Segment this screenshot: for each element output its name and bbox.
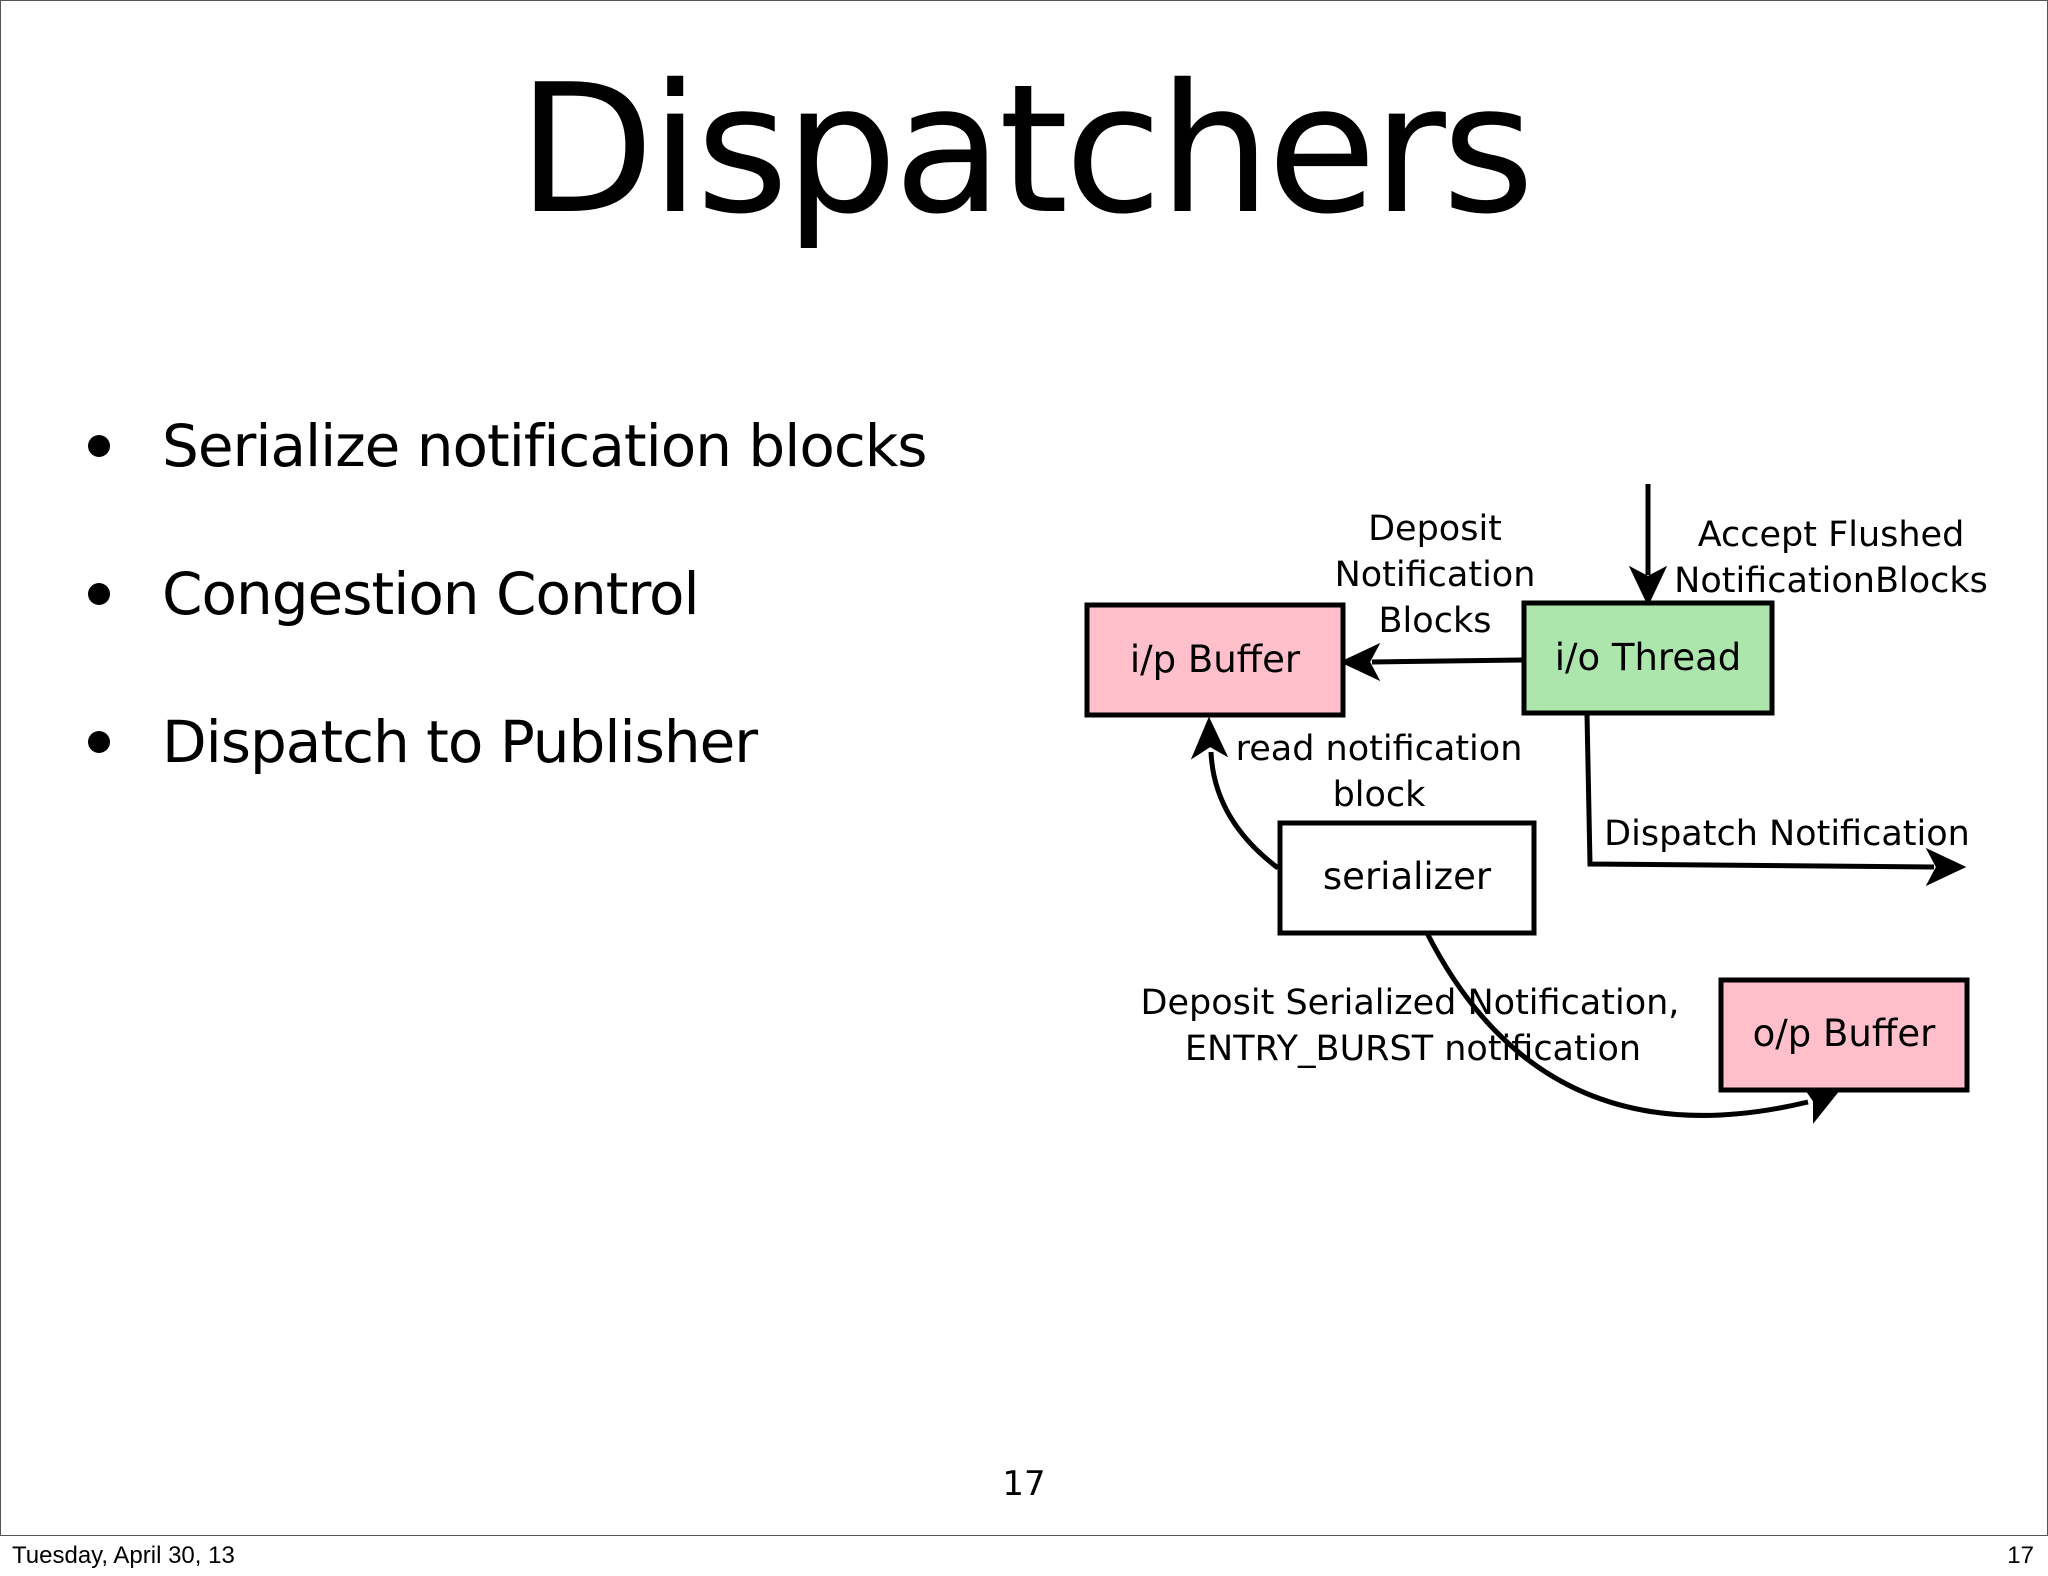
edge-label-line: Dispatch Notification [1604, 814, 1970, 854]
label-dispatch: Dispatch Notification [1604, 814, 1970, 854]
edge-label-line: Blocks [1379, 601, 1492, 641]
io-thread-label: i/o Thread [1555, 636, 1742, 679]
accept-arrowhead-icon [1628, 565, 1668, 607]
node-io-thread: i/o Thread [1521, 600, 1775, 716]
ip-buffer-label: i/p Buffer [1130, 638, 1301, 681]
edge-label-line: Accept Flushed [1698, 515, 1965, 555]
bullet-dot-icon [88, 731, 110, 753]
dispatch-arrowhead-icon [1925, 847, 1967, 887]
edge-label-line: ENTRY_BURST notification [1185, 1029, 1641, 1069]
edge-dispatch [1584, 713, 1967, 887]
read-arrowhead-icon [1190, 716, 1229, 760]
node-serializer: serializer [1277, 820, 1537, 936]
bullet-text: Serialize notification blocks [162, 412, 928, 480]
edge-read [1190, 716, 1280, 870]
footer-date: Tuesday, April 30, 13 [12, 1542, 235, 1569]
label-accept: Accept Flushed NotificationBlocks [1674, 515, 1988, 601]
edge-label-line: Deposit Serialized Notification, [1141, 983, 1680, 1023]
bullet-text: Congestion Control [162, 560, 700, 628]
deposit-serialized-arrow-curve [1424, 931, 1809, 1118]
serializer-label: serializer [1323, 855, 1492, 898]
serializer-box [1277, 820, 1537, 936]
bullet-dot-icon [88, 583, 110, 605]
label-deposit-serialized: Deposit Serialized Notification, ENTRY_B… [1141, 983, 1680, 1069]
edge-label-line: Deposit [1368, 509, 1502, 549]
bullet-list: Serialize notification blocks Congestion… [80, 405, 928, 849]
op-buffer-box [1718, 977, 1970, 1093]
slide-title: Dispatchers [517, 46, 1534, 253]
deposit-arrowhead-icon [1339, 642, 1381, 682]
edge-label-line: Notification [1335, 555, 1536, 595]
bullet-item: Dispatch to Publisher [80, 701, 927, 849]
bullet-item: Congestion Control [80, 553, 927, 701]
edge-label-line: NotificationBlocks [1674, 561, 1988, 601]
node-ip-buffer: i/p Buffer [1084, 602, 1346, 718]
bullet-item: Serialize notification blocks [80, 405, 928, 553]
bullet-dot-icon [88, 435, 110, 457]
slide-number: 17 [1002, 1464, 1046, 1504]
deposit-arrow-line [1371, 657, 1523, 665]
edge-deposit [1339, 642, 1523, 682]
read-arrow-curve [1208, 751, 1280, 870]
slide [0, 0, 2048, 1536]
footer-page-number: 17 [2007, 1542, 2034, 1569]
label-read: read notification block [1236, 729, 1523, 815]
ip-buffer-box [1084, 602, 1346, 718]
io-thread-box [1521, 600, 1775, 716]
dispatcher-diagram: i/p Buffer i/o Thread serializer o/p Buf… [1084, 484, 1988, 1124]
op-buffer-label: o/p Buffer [1753, 1012, 1936, 1055]
dispatch-arrow-line [1584, 713, 1935, 870]
edge-accept [1628, 484, 1668, 607]
edge-label-line: block [1333, 775, 1427, 815]
node-op-buffer: o/p Buffer [1718, 977, 1970, 1093]
label-deposit: Deposit Notification Blocks [1335, 509, 1536, 641]
edge-label-line: read notification [1236, 729, 1523, 769]
deposit-serialized-arrowhead-icon [1802, 1086, 1840, 1124]
bullet-text: Dispatch to Publisher [162, 708, 758, 776]
